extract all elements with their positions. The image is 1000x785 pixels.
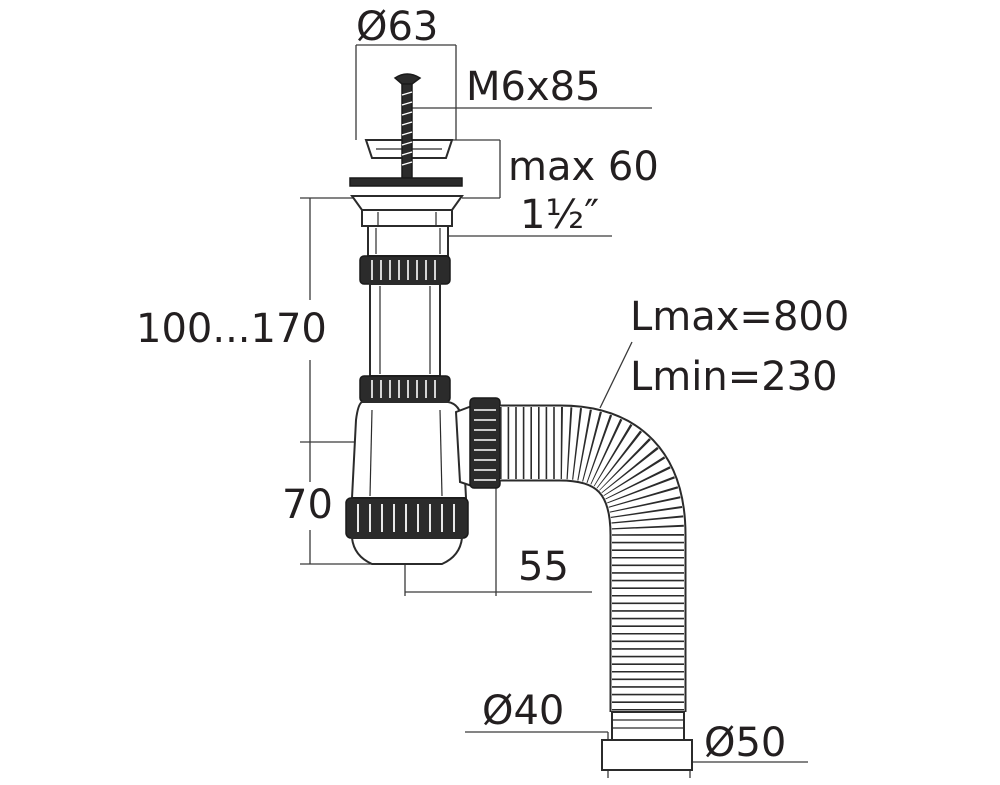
label-outlet-outer: Ø50 [704, 720, 786, 766]
label-height-range: 100...170 [136, 306, 327, 352]
label-flex-max: Lmax=800 [630, 294, 849, 340]
trap-body [350, 401, 468, 499]
label-thread: 1½″ [520, 192, 599, 238]
label-diameter-top: Ø63 [356, 4, 438, 50]
flexible-hose [500, 404, 693, 771]
label-flex-min: Lmin=230 [630, 354, 838, 400]
label-offset: 55 [518, 544, 569, 590]
upper-nut [359, 255, 451, 285]
middle-nut [359, 375, 451, 403]
label-outlet-inner: Ø40 [482, 688, 564, 734]
tailpiece-tube [369, 283, 441, 377]
sink-flange [349, 177, 464, 257]
screw-icon [393, 73, 422, 179]
outlet-port [454, 397, 501, 489]
bottom-nut [345, 497, 469, 539]
dimension-lines [300, 44, 808, 778]
label-screw: M6x85 [466, 64, 601, 110]
label-max-thickness: max 60 [508, 144, 659, 190]
label-bowl-height: 70 [282, 482, 333, 528]
bottom-cap [350, 537, 464, 565]
